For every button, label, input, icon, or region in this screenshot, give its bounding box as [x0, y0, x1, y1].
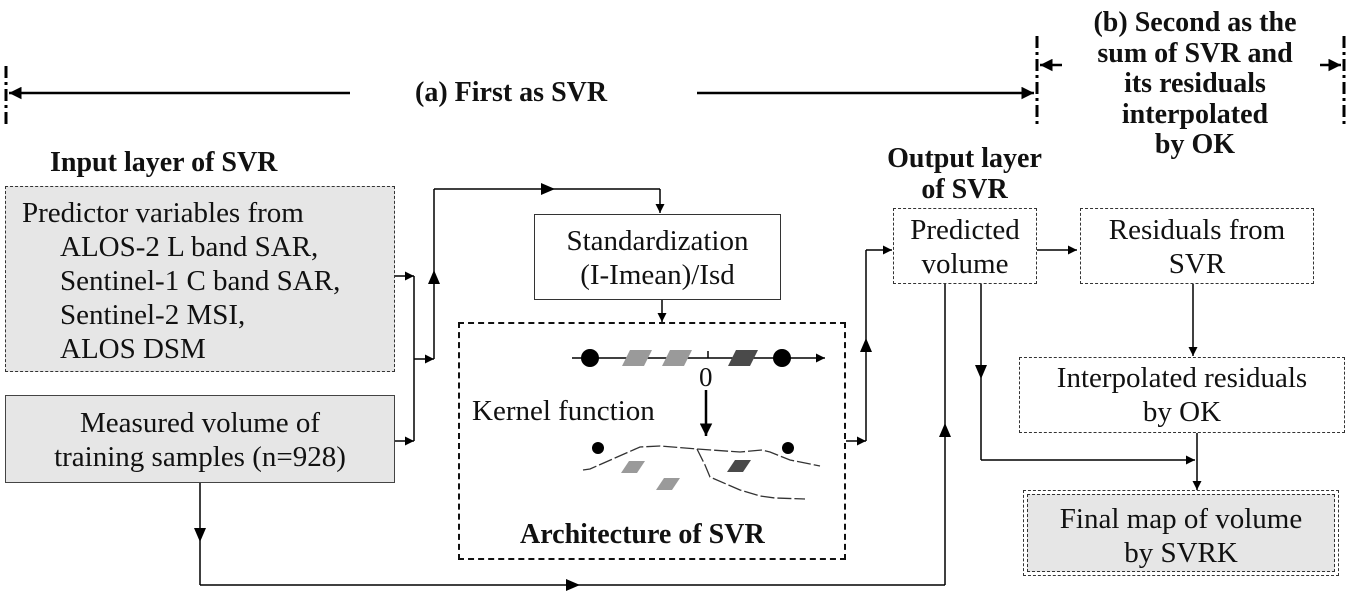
standardization-line: Standardization — [566, 225, 749, 257]
mapped-support-vector-left — [592, 442, 604, 454]
final-map-box: Final map of volume by SVRK — [1023, 490, 1339, 576]
final-map-line: by SVRK — [1124, 537, 1238, 569]
bottom-loop-arrowhead — [566, 579, 580, 591]
residuals-box: Residuals from SVR — [1080, 208, 1314, 284]
predictor-title: Predictor variables from — [22, 197, 304, 229]
standardization-line: (I-Imean)/Isd — [580, 259, 735, 291]
interpolated-line: Interpolated residuals — [1056, 362, 1308, 394]
measured-line: Measured volume of — [80, 407, 320, 439]
section-b-label: (b) Second as the sum of SVR and its res… — [1060, 7, 1330, 161]
section-b-line: its residuals — [1124, 68, 1266, 99]
riser-top-arrowhead — [541, 183, 555, 195]
mapped-support-vector-right — [782, 442, 794, 454]
output-heading-line: of SVR — [921, 174, 1008, 205]
sample-marker-light-1 — [622, 350, 652, 366]
predicted-line: volume — [921, 248, 1009, 280]
interpolated-residuals-box: Interpolated residuals by OK — [1019, 357, 1345, 433]
hyperplane-upper — [582, 445, 821, 471]
architecture-title: Architecture of SVR — [520, 519, 765, 550]
bottom-riser-arrowhead — [939, 423, 951, 437]
section-a-label: (a) First as SVR — [415, 77, 608, 108]
predictor-item: Sentinel-1 C band SAR, — [60, 265, 341, 297]
axis-zero-label: 0 — [699, 362, 713, 392]
measured-line: training samples (n=928) — [54, 441, 346, 473]
support-vector-right — [773, 349, 791, 367]
section-b-line: sum of SVR and — [1097, 37, 1293, 69]
hyperplane-lower — [696, 448, 806, 500]
sample-marker-dark-1 — [728, 350, 758, 366]
measured-down-arrowhead — [194, 528, 206, 542]
section-b-line: (b) Second as the — [1093, 7, 1297, 38]
architecture-box — [458, 322, 846, 560]
predictor-item: Sentinel-2 MSI, — [60, 299, 246, 331]
support-vector-left — [581, 349, 599, 367]
predictor-variables-box: Predictor variables from ALOS-2 L band S… — [5, 186, 395, 372]
section-b-line: interpolated — [1121, 98, 1269, 130]
output-heading-line: Output layer — [887, 143, 1042, 174]
output-layer-heading: Output layer of SVR — [862, 143, 1067, 205]
interpolated-line: by OK — [1142, 396, 1222, 428]
residuals-line: SVR — [1168, 248, 1226, 280]
predicted-line: Predicted — [910, 214, 1020, 246]
riser-arrowhead — [428, 270, 440, 284]
section-b-line: by OK — [1154, 129, 1236, 160]
final-map-inner: Final map of volume by SVRK — [1027, 494, 1335, 572]
residuals-line: Residuals from — [1108, 214, 1286, 246]
mapped-marker-light-1 — [621, 461, 645, 473]
measured-volume-box: Measured volume of training samples (n=9… — [5, 395, 395, 483]
architecture-riser-arrowhead — [860, 338, 872, 352]
predicted-volume-box: Predicted volume — [893, 208, 1037, 284]
predicted-down-arrowhead — [975, 365, 987, 379]
sample-marker-light-2 — [662, 350, 692, 366]
input-layer-heading: Input layer of SVR — [50, 147, 278, 178]
predictor-item: ALOS-2 L band SAR, — [60, 231, 319, 263]
mapped-marker-dark-1 — [727, 460, 751, 472]
final-map-line: Final map of volume — [1059, 503, 1303, 535]
standardization-box: Standardization (I-Imean)/Isd — [534, 214, 781, 300]
kernel-function-label: Kernel function — [472, 395, 655, 427]
svr-feature-space-graphic — [572, 349, 825, 500]
mapped-marker-light-2 — [656, 478, 680, 490]
predictor-item: ALOS DSM — [60, 333, 206, 365]
